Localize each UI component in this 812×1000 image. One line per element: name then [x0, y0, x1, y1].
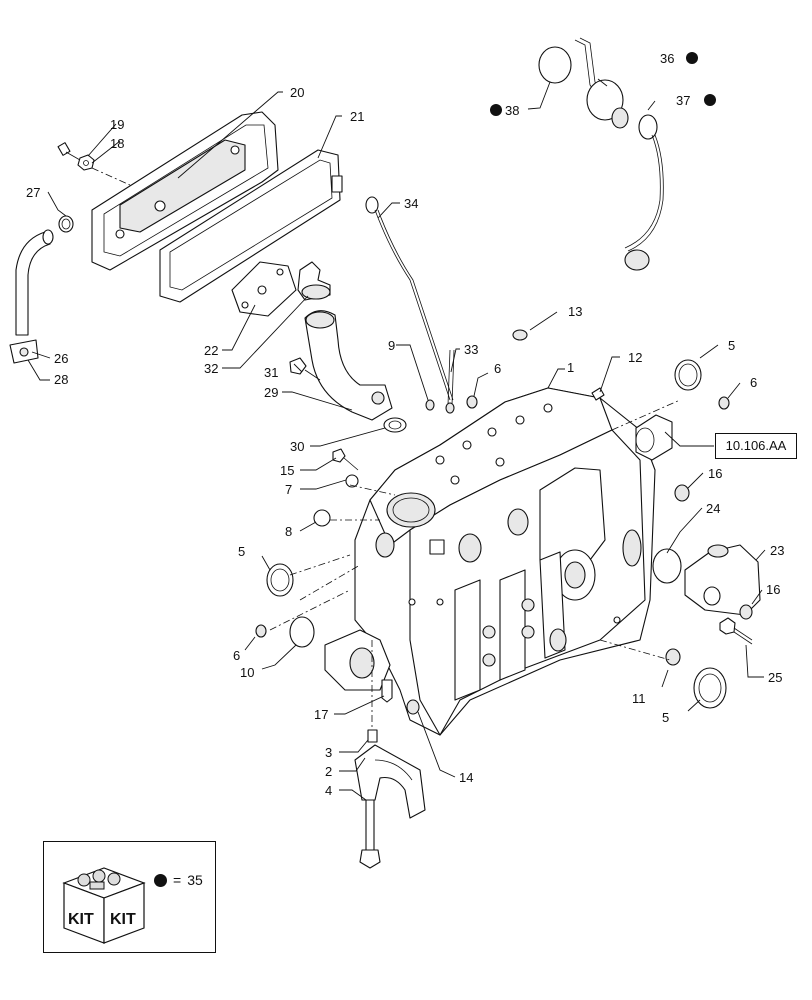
callout-30: 30 [290, 439, 304, 454]
callout-6c: 6 [233, 648, 240, 663]
bolt-19 [57, 142, 81, 161]
kit-dot-36 [686, 52, 698, 64]
sensor-assembly [538, 37, 664, 271]
kit-box-icon: KIT KIT [62, 867, 146, 944]
callout-11: 11 [632, 691, 646, 706]
callout-38: 38 [505, 103, 519, 118]
bolt-31 [289, 357, 321, 381]
callout-2: 2 [325, 764, 332, 779]
callout-28: 28 [54, 372, 68, 387]
engine-block [354, 387, 656, 736]
callout-8: 8 [285, 524, 292, 539]
dipstick [365, 196, 454, 401]
callout-6b: 6 [750, 375, 757, 390]
callout-15: 15 [280, 463, 294, 478]
kit-legend-label: = 35 [154, 872, 203, 888]
kit-dot-icon [154, 873, 167, 887]
callout-5b: 5 [238, 544, 245, 559]
callout-5c: 5 [662, 710, 669, 725]
callout-3: 3 [325, 745, 332, 760]
kit-word-right: KIT [110, 911, 136, 928]
callout-37: 37 [676, 93, 690, 108]
callout-4: 4 [325, 783, 332, 798]
callout-34: 34 [404, 196, 418, 211]
callout-21: 21 [350, 109, 364, 124]
callout-7: 7 [285, 482, 292, 497]
kit-number: 35 [187, 872, 203, 888]
kit-legend-box: KIT KIT = 35 [43, 841, 216, 953]
callout-23: 23 [770, 543, 784, 558]
kit-dot-37 [704, 94, 716, 106]
callout-29: 29 [264, 385, 278, 400]
callout-22: 22 [204, 343, 218, 358]
callout-32: 32 [204, 361, 218, 376]
callout-1: 1 [567, 360, 574, 375]
kit-dot-38 [490, 104, 502, 116]
side-cover [91, 111, 279, 271]
callout-16b: 16 [766, 582, 780, 597]
callout-36: 36 [660, 51, 674, 66]
bolt-25 [719, 617, 753, 645]
callout-6a: 6 [494, 361, 501, 376]
callout-24: 24 [706, 501, 720, 516]
kit-equals: = [173, 872, 182, 888]
filler-neck [304, 310, 393, 421]
section-reference-box[interactable]: 10.106.AA [715, 433, 797, 459]
callout-25: 25 [768, 670, 782, 685]
callout-26: 26 [54, 351, 68, 366]
callout-13: 13 [568, 304, 582, 319]
cover-plate [231, 261, 297, 317]
callout-19: 19 [110, 117, 124, 132]
callout-27: 27 [26, 185, 40, 200]
callout-20: 20 [290, 85, 304, 100]
kit-word-left: KIT [68, 911, 94, 928]
callout-10: 10 [240, 665, 254, 680]
leader-lines [27, 78, 766, 801]
gasket [159, 149, 343, 303]
callout-18: 18 [110, 136, 124, 151]
callout-31: 31 [264, 365, 278, 380]
callout-5a: 5 [728, 338, 735, 353]
pump-housing [684, 544, 761, 616]
seal-ring-24 [652, 548, 682, 584]
bearing-cap-bolt [359, 799, 381, 869]
callout-16a: 16 [708, 466, 722, 481]
nut-18 [77, 154, 95, 171]
callout-33: 33 [464, 342, 478, 357]
seal-30 [383, 417, 407, 433]
callout-14: 14 [459, 770, 473, 785]
breather-tube [9, 215, 74, 364]
filler-cap [297, 261, 331, 301]
callout-12: 12 [628, 350, 642, 365]
callout-labels: 1 2 3 4 5 5 5 6 6 6 7 8 9 10 11 12 13 14… [26, 51, 784, 798]
callout-9: 9 [388, 338, 395, 353]
callout-17: 17 [314, 707, 328, 722]
